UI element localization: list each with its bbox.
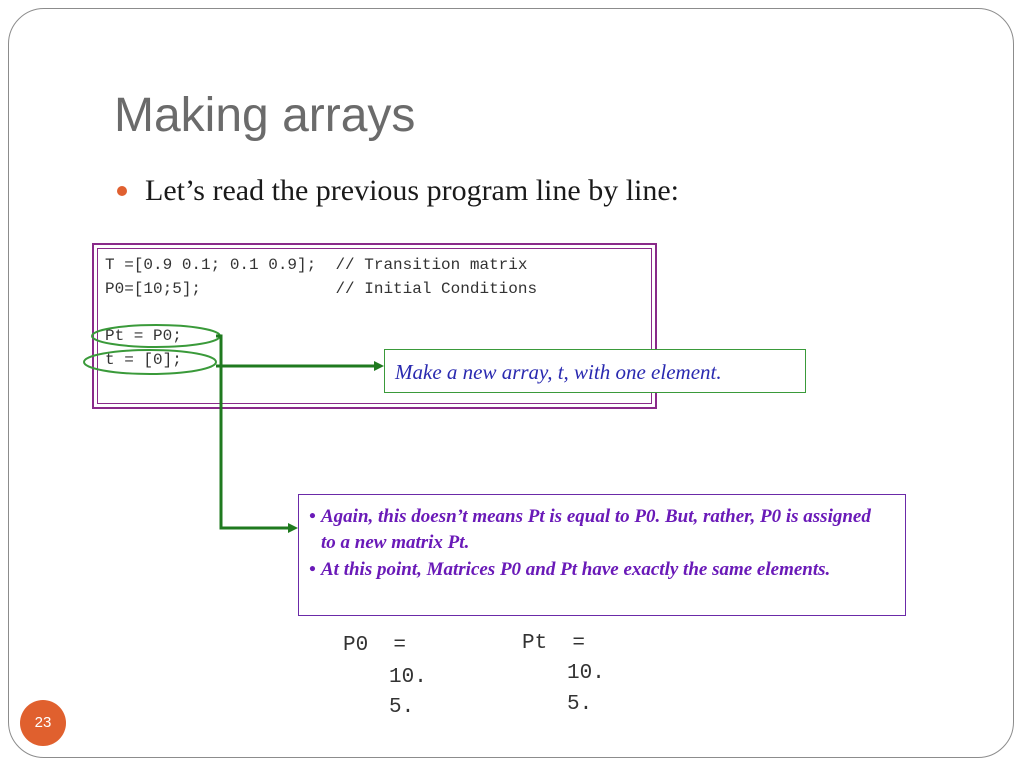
highlight-ellipse-pt xyxy=(91,324,221,348)
slide-title: Making arrays xyxy=(114,89,416,142)
callout-bullet-icon: • xyxy=(309,506,316,527)
code-line-t: t = [0]; xyxy=(105,351,182,369)
callout-point: • At this point, Matrices P0 and Pt have… xyxy=(309,557,889,583)
output-pt-value: 10. xyxy=(567,662,605,685)
callout-new-array: Make a new array, t, with one element. xyxy=(384,349,806,393)
output-p0-label: P0 = xyxy=(343,634,407,657)
callout-assignment: • Again, this doesn’t means Pt is equal … xyxy=(298,494,906,616)
highlight-ellipse-t xyxy=(83,349,217,375)
output-pt-value: 5. xyxy=(567,693,593,716)
callout-point-text: Again, this doesn’t means Pt is equal to… xyxy=(321,506,871,553)
callout-bullet-icon: • xyxy=(309,559,316,580)
code-box-inner-border xyxy=(97,248,652,404)
code-line: P0=[10;5]; // Initial Conditions xyxy=(105,280,538,298)
arrowhead-callout-2 xyxy=(288,523,298,533)
bullet-dot-icon xyxy=(117,186,127,196)
arrowhead-callout-1 xyxy=(374,361,384,371)
bullet-text: Let’s read the previous program line by … xyxy=(145,174,680,207)
code-line-pt: Pt = P0; xyxy=(105,327,182,345)
code-box xyxy=(92,243,657,409)
output-p0-value: 10. xyxy=(389,666,427,689)
code-line: T =[0.9 0.1; 0.1 0.9]; // Transition mat… xyxy=(105,256,528,274)
output-p0-value: 5. xyxy=(389,696,415,719)
slide-frame xyxy=(8,8,1014,758)
output-pt-label: Pt = xyxy=(522,632,586,655)
page-number-badge: 23 xyxy=(20,700,66,746)
callout-new-array-text: Make a new array, t, with one element. xyxy=(395,360,722,384)
arrow-line-to-callout-2 xyxy=(216,334,292,530)
callout-point: • Again, this doesn’t means Pt is equal … xyxy=(309,504,889,556)
callout-point-text: At this point, Matrices P0 and Pt have e… xyxy=(321,559,831,580)
